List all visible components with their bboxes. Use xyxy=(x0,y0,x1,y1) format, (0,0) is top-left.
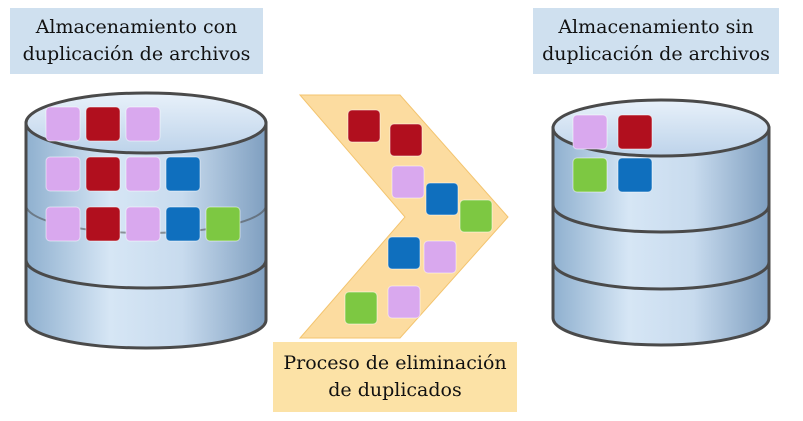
file-block-green xyxy=(205,206,241,242)
file-block-blue xyxy=(165,156,201,192)
label-bg-left xyxy=(10,8,263,74)
storage-with-duplicates-label-line2: duplicación de archivos xyxy=(22,43,251,65)
label-bg-right xyxy=(533,8,779,74)
file-block-violet xyxy=(391,165,425,199)
deduplication-process-label: Proceso de eliminación de duplicados xyxy=(273,342,517,412)
file-block-red xyxy=(85,206,121,242)
storage-without-duplicates-label: Almacenamiento sin duplicación de archiv… xyxy=(533,8,779,74)
file-block-blue xyxy=(387,236,421,270)
file-block-blue xyxy=(425,182,459,216)
storage-with-duplicates-label-line1: Almacenamiento con xyxy=(35,16,238,38)
file-block-green xyxy=(344,291,378,325)
file-block-violet xyxy=(423,240,457,274)
storage-with-duplicates-label: Almacenamiento con duplicación de archiv… xyxy=(10,8,263,74)
storage-without-duplicates-label-line2: duplicación de archivos xyxy=(542,43,770,65)
file-block-green xyxy=(459,199,493,233)
file-block-red xyxy=(85,156,121,192)
label-bg-process xyxy=(273,342,517,412)
file-block-violet xyxy=(572,114,608,150)
file-block-violet xyxy=(125,156,161,192)
deduplication-process-label-line2: de duplicados xyxy=(328,379,462,401)
file-block-blue xyxy=(165,206,201,242)
deduplication-process-label-line1: Proceso de eliminación xyxy=(283,352,507,374)
file-block-green xyxy=(572,157,608,193)
file-block-violet xyxy=(387,285,421,319)
file-block-violet xyxy=(45,106,81,142)
file-block-violet xyxy=(125,106,161,142)
storage-without-duplicates-label-line1: Almacenamiento sin xyxy=(558,16,754,38)
file-block-red xyxy=(389,123,423,157)
file-block-violet xyxy=(45,156,81,192)
file-block-red xyxy=(85,106,121,142)
file-block-violet xyxy=(45,206,81,242)
file-blocks xyxy=(45,106,653,325)
file-block-red xyxy=(347,109,381,143)
file-block-red xyxy=(617,114,653,150)
file-block-violet xyxy=(125,206,161,242)
file-block-blue xyxy=(617,157,653,193)
